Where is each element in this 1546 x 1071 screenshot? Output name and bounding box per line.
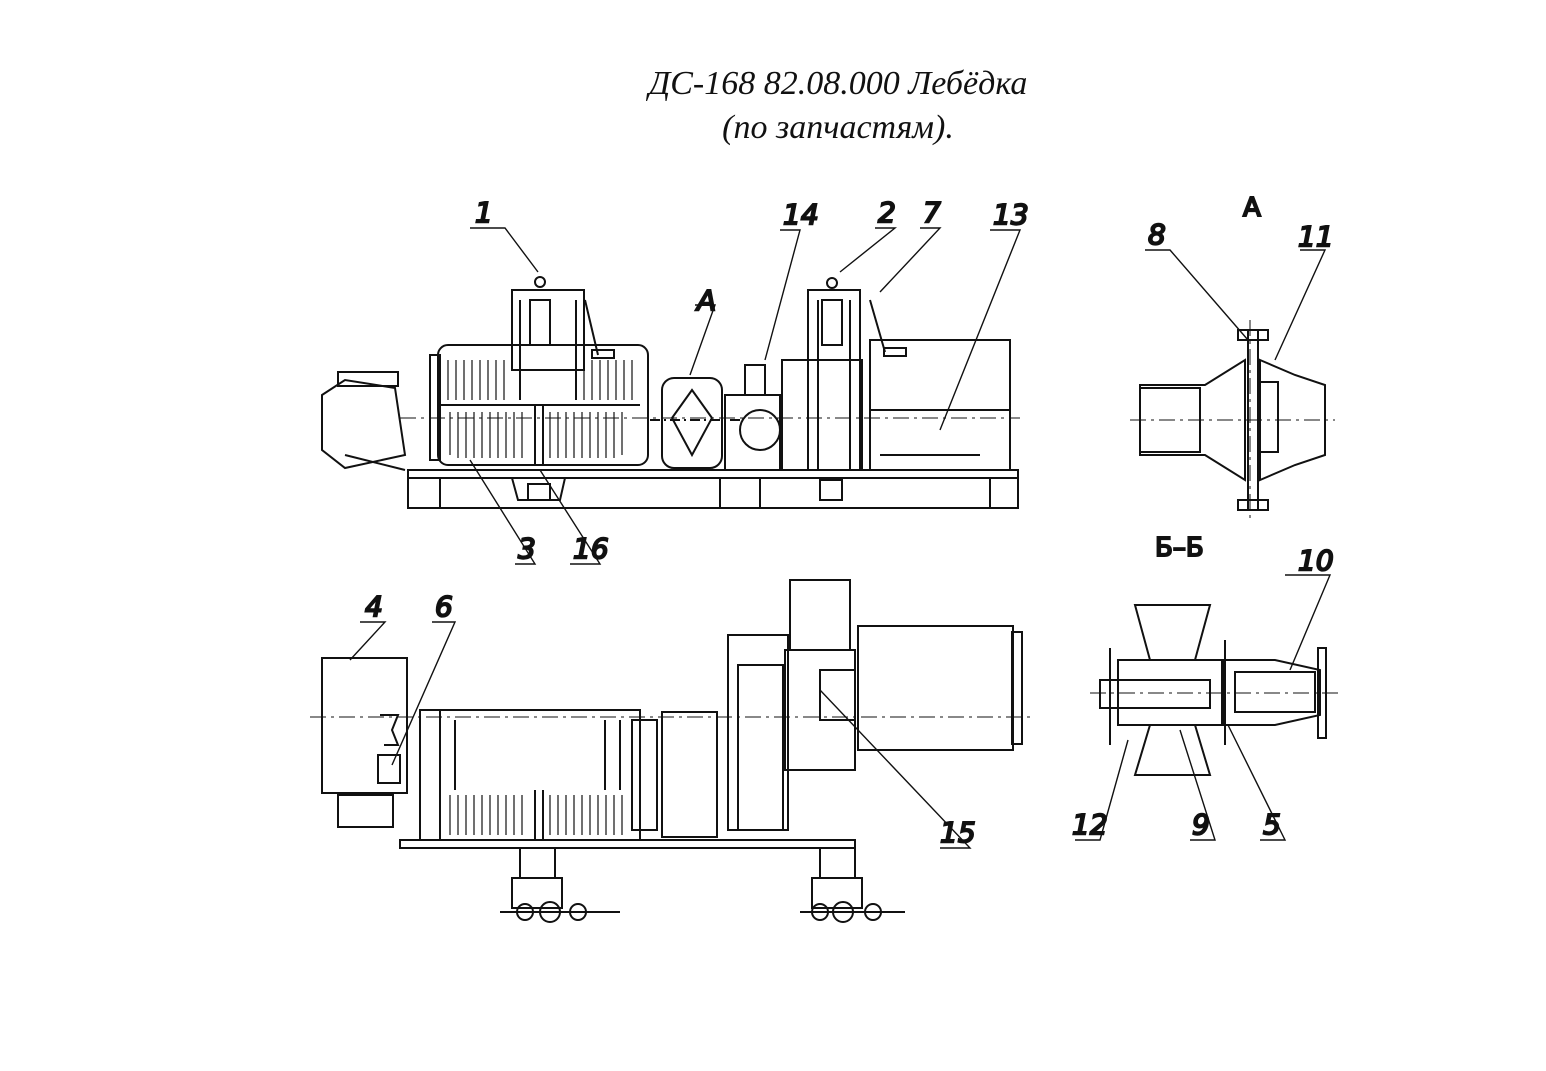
callout-13: 13: [993, 198, 1029, 231]
callout-3: 3: [518, 532, 536, 565]
drawing-title: ДС-168 82.08.000 Лебёдка (по запчастям).: [0, 62, 1546, 150]
callout-12: 12: [1072, 808, 1108, 841]
callout-2: 2: [878, 196, 896, 229]
callout-1: 1: [475, 196, 493, 229]
pulley-bottom: [1133, 724, 1212, 776]
brake-lower: [510, 477, 567, 501]
section-bb: [1090, 604, 1340, 776]
top-view: [310, 579, 1030, 923]
hub-left: [1139, 358, 1246, 482]
motor-right: [869, 339, 1011, 471]
brake-tower-left: [511, 289, 585, 371]
callout-8: 8: [1148, 218, 1166, 251]
pulley-top: [1133, 604, 1212, 661]
title-line-2: (по запчастям).: [722, 109, 954, 146]
detail-a: [1130, 320, 1335, 520]
motor-top: [321, 657, 408, 794]
callout-16: 16: [573, 532, 609, 565]
arrow-label-a: А: [695, 284, 716, 317]
motor-right-top: [857, 625, 1014, 751]
view-label-bb: Б–Б: [1155, 533, 1204, 563]
callout-4: 4: [365, 590, 383, 623]
callout-11: 11: [1298, 220, 1334, 253]
drum-windings: [447, 360, 633, 458]
callout-6: 6: [435, 590, 453, 623]
callout-15: 15: [940, 816, 976, 849]
base-frame: [407, 469, 1019, 509]
view-label-a: А: [1243, 193, 1261, 223]
drum-top-windings: [449, 795, 623, 835]
callout-10: 10: [1298, 544, 1334, 577]
front-view: [321, 276, 1020, 509]
motor-left: [321, 378, 407, 470]
callout-leaders: [349, 227, 1332, 849]
callout-5: 5: [1263, 808, 1281, 841]
frame-top: [419, 709, 641, 841]
coupling-a: [661, 377, 723, 469]
gearbox: [724, 394, 781, 471]
callout-7: 7: [923, 196, 941, 229]
title-line-1: ДС-168 82.08.000 Лебёдка: [648, 65, 1028, 102]
shaft-sleeve: [1221, 659, 1321, 726]
hub-right: [1259, 358, 1326, 482]
callout-14: 14: [783, 198, 819, 231]
callout-9: 9: [1192, 808, 1210, 841]
